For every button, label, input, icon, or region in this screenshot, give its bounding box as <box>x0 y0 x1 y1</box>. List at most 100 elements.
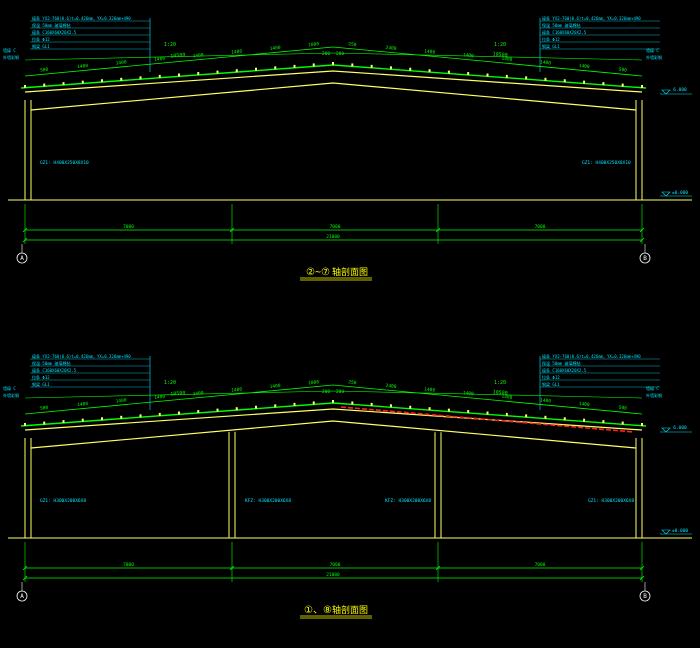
red-purlin-run <box>340 406 635 433</box>
dim-tick <box>22 575 28 581</box>
dim-tick <box>639 237 645 243</box>
purlin <box>101 417 103 421</box>
total-top-right: 10500 <box>492 389 508 396</box>
purlin <box>43 83 46 87</box>
left-side-note: 外墙彩钢 <box>3 54 19 60</box>
dim-tick <box>229 227 235 233</box>
total-top-right: 10500 <box>492 51 508 58</box>
axis-bubble-a <box>16 252 28 264</box>
column-note: KFZ: H300X200X6X8 <box>245 498 291 504</box>
axis-label-b: B <box>643 255 647 262</box>
purlin <box>293 64 296 68</box>
roof-note-right: 保温 50mm 玻璃棉毡 <box>542 360 580 366</box>
dim-tick <box>22 237 28 243</box>
purlin-span-label: 1400 <box>192 52 204 59</box>
section-title-axes: ②~⑦ <box>306 267 330 278</box>
elev-bottom: ±0.000 <box>672 528 689 534</box>
section-title-axes: ①、⑧ <box>304 605 332 616</box>
purlin-span-label: 1400 <box>192 390 204 397</box>
rafter-bottom <box>30 82 637 111</box>
purlin-span-label: 1000 <box>308 379 320 386</box>
purlin <box>641 423 643 426</box>
total-dim: 21000 <box>326 572 340 578</box>
purlin-span-label: 1400 <box>115 59 127 66</box>
elev-top: 6.000 <box>673 425 687 431</box>
purlin-span-label: 1400 <box>578 401 590 408</box>
purlin <box>62 82 65 86</box>
roof-note-left: 保温 50mm 玻璃棉毡 <box>32 360 70 366</box>
purlin <box>178 73 180 77</box>
purlin <box>235 69 238 73</box>
total-dim: 21000 <box>326 234 340 240</box>
purlin-span-label: 1400 <box>424 387 436 394</box>
purlin-span-label: 1400 <box>501 56 513 63</box>
purlin <box>641 85 643 88</box>
roof-note-left: 钢梁 GL1 <box>32 381 50 387</box>
purlin-span-label: 1000 <box>308 41 320 48</box>
roof-sheet <box>20 64 647 89</box>
roof-sheet <box>20 402 647 427</box>
purlin <box>428 69 431 73</box>
purlin <box>563 417 566 421</box>
column-note: GZ1: H400X250X8X10 <box>40 160 89 166</box>
roof-note-left: 檩条 YX2-760(0.6)t=0.426mm，YX=0.326mm+490 <box>32 15 131 21</box>
column-note: GZ1: H400X250X8X10 <box>582 160 631 166</box>
purlin <box>525 76 528 80</box>
column-note: GZ1: H300X200X6X8 <box>588 498 634 504</box>
purlin <box>602 82 605 86</box>
purlin-span-label: 1400 <box>463 52 475 59</box>
purlin-span-label: 1400 <box>540 397 552 404</box>
total-top-left: 10500 <box>170 390 186 397</box>
purlin <box>312 401 315 405</box>
slope-right: 1:20 <box>494 380 506 386</box>
purlin <box>389 66 392 70</box>
elev-triangle <box>661 89 671 95</box>
rafter-top <box>24 70 643 93</box>
purlin <box>370 64 373 68</box>
purlin <box>447 408 450 412</box>
purlin <box>409 405 412 409</box>
purlin <box>332 62 334 65</box>
rafter-top <box>24 408 643 431</box>
slope-right: 1:20 <box>494 42 506 48</box>
purlin <box>544 77 547 81</box>
purlin <box>447 70 450 74</box>
purlin-span-label: 1400 <box>77 401 89 408</box>
roof-note-left: 檩条 C160X60X20X2.5 <box>32 29 77 35</box>
purlin-span-label: 500 <box>618 67 627 74</box>
dim-tick <box>22 227 28 233</box>
purlin <box>389 404 392 408</box>
purlin-span-label: 1400 <box>424 49 436 56</box>
axis-label-a: A <box>20 255 24 262</box>
purlin <box>274 404 277 408</box>
purlin-span-label: 1400 <box>115 397 127 404</box>
axis-label-b: B <box>643 593 647 600</box>
right-side-note: 墙檩 C <box>646 385 659 391</box>
column-note: GZ1: H300X200X6X8 <box>40 498 86 504</box>
purlin <box>235 407 238 411</box>
purlin-span-label: 2400 <box>385 45 397 52</box>
purlin <box>486 411 489 415</box>
roof-note-left: 檩条 YX2-760(0.6)t=0.426mm，YX=0.326mm+490 <box>32 353 131 359</box>
purlin <box>602 420 605 424</box>
purlin-span-label: 250 <box>348 41 357 48</box>
roof-note-right: 钢梁 GL1 <box>542 381 560 387</box>
purlin-span-label: 2400 <box>385 383 397 390</box>
right-side-note: 外墙彩钢 <box>646 392 662 398</box>
roof-note-right: 檩条 C160X60X20X2.5 <box>542 29 587 35</box>
right-side-note: 墙檩 C <box>646 47 659 53</box>
purlin <box>216 70 219 74</box>
purlin <box>197 72 200 76</box>
purlin <box>370 402 373 406</box>
purlin <box>274 66 277 70</box>
ridge-label: 200 <box>336 389 344 395</box>
purlin <box>216 408 219 412</box>
purlin <box>467 72 470 76</box>
purlin <box>255 67 257 71</box>
purlin <box>81 80 84 84</box>
top-total-chain <box>24 52 643 61</box>
ridge-label: 200 <box>322 51 330 57</box>
purlin <box>486 73 489 77</box>
roof-note-right: 拉条 Φ12 <box>542 374 560 380</box>
bay-dim: 7000 <box>123 224 134 230</box>
